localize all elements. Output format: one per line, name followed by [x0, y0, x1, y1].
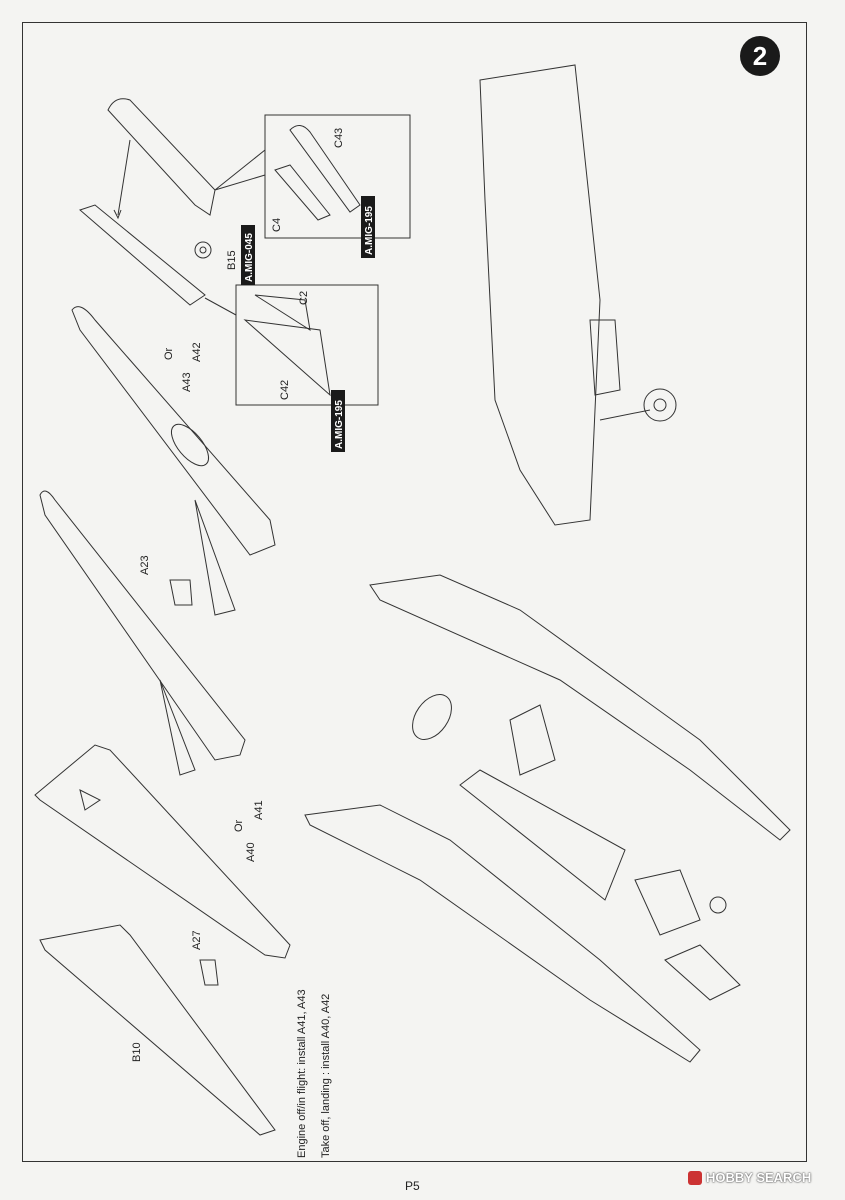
label-c4: C4	[271, 218, 283, 232]
label-c43: C43	[333, 128, 345, 148]
callout-box-c43-c4	[214, 114, 411, 239]
label-c2: C2	[298, 291, 310, 305]
label-a43: A43	[181, 372, 193, 392]
label-a42: A42	[191, 342, 203, 362]
fuselage-half-2	[39, 490, 246, 776]
fuselage-half-3	[34, 744, 291, 959]
note-engine-off: Engine off/in flight: install A41, A43	[296, 989, 308, 1158]
note-take-off: Take off, landing : install A40, A42	[320, 993, 332, 1158]
svg-text:A.MIG-045: A.MIG-045	[244, 233, 255, 282]
upper-panel-assembly	[79, 98, 216, 306]
fuselage-half-1	[71, 306, 276, 616]
label-a23: A23	[139, 555, 151, 575]
hobby-search-logo-icon	[688, 1170, 702, 1185]
label-a40: A40	[245, 842, 257, 862]
label-a27: A27	[191, 930, 203, 950]
label-a41: A41	[253, 800, 265, 820]
paint-tag-mig-195-bottom: A.MIG-195	[331, 390, 345, 452]
label-or-1: Or	[163, 347, 175, 360]
label-c42: C42	[279, 380, 291, 400]
svg-text:A.MIG-195: A.MIG-195	[364, 206, 375, 255]
page-number: P5	[405, 1179, 420, 1193]
step-number-badge: 2	[740, 36, 780, 76]
label-or-2: Or	[233, 819, 245, 832]
main-fuselage-assembly	[304, 574, 791, 1063]
callout-box-c2-c42	[204, 284, 379, 406]
svg-text:A.MIG-195: A.MIG-195	[334, 400, 345, 449]
page-frame	[22, 22, 807, 1162]
label-b15: B15	[226, 250, 238, 270]
watermark-text: HOBBY SEARCH	[706, 1170, 812, 1185]
cockpit-assembly	[479, 64, 677, 526]
paint-tag-mig-195-top: A.MIG-195	[361, 196, 375, 258]
label-b10: B10	[131, 1042, 143, 1062]
fuselage-half-4	[39, 924, 276, 1136]
paint-tag-mig-045: A.MIG-045	[241, 225, 255, 285]
watermark: HOBBY SEARCH	[688, 1170, 811, 1185]
